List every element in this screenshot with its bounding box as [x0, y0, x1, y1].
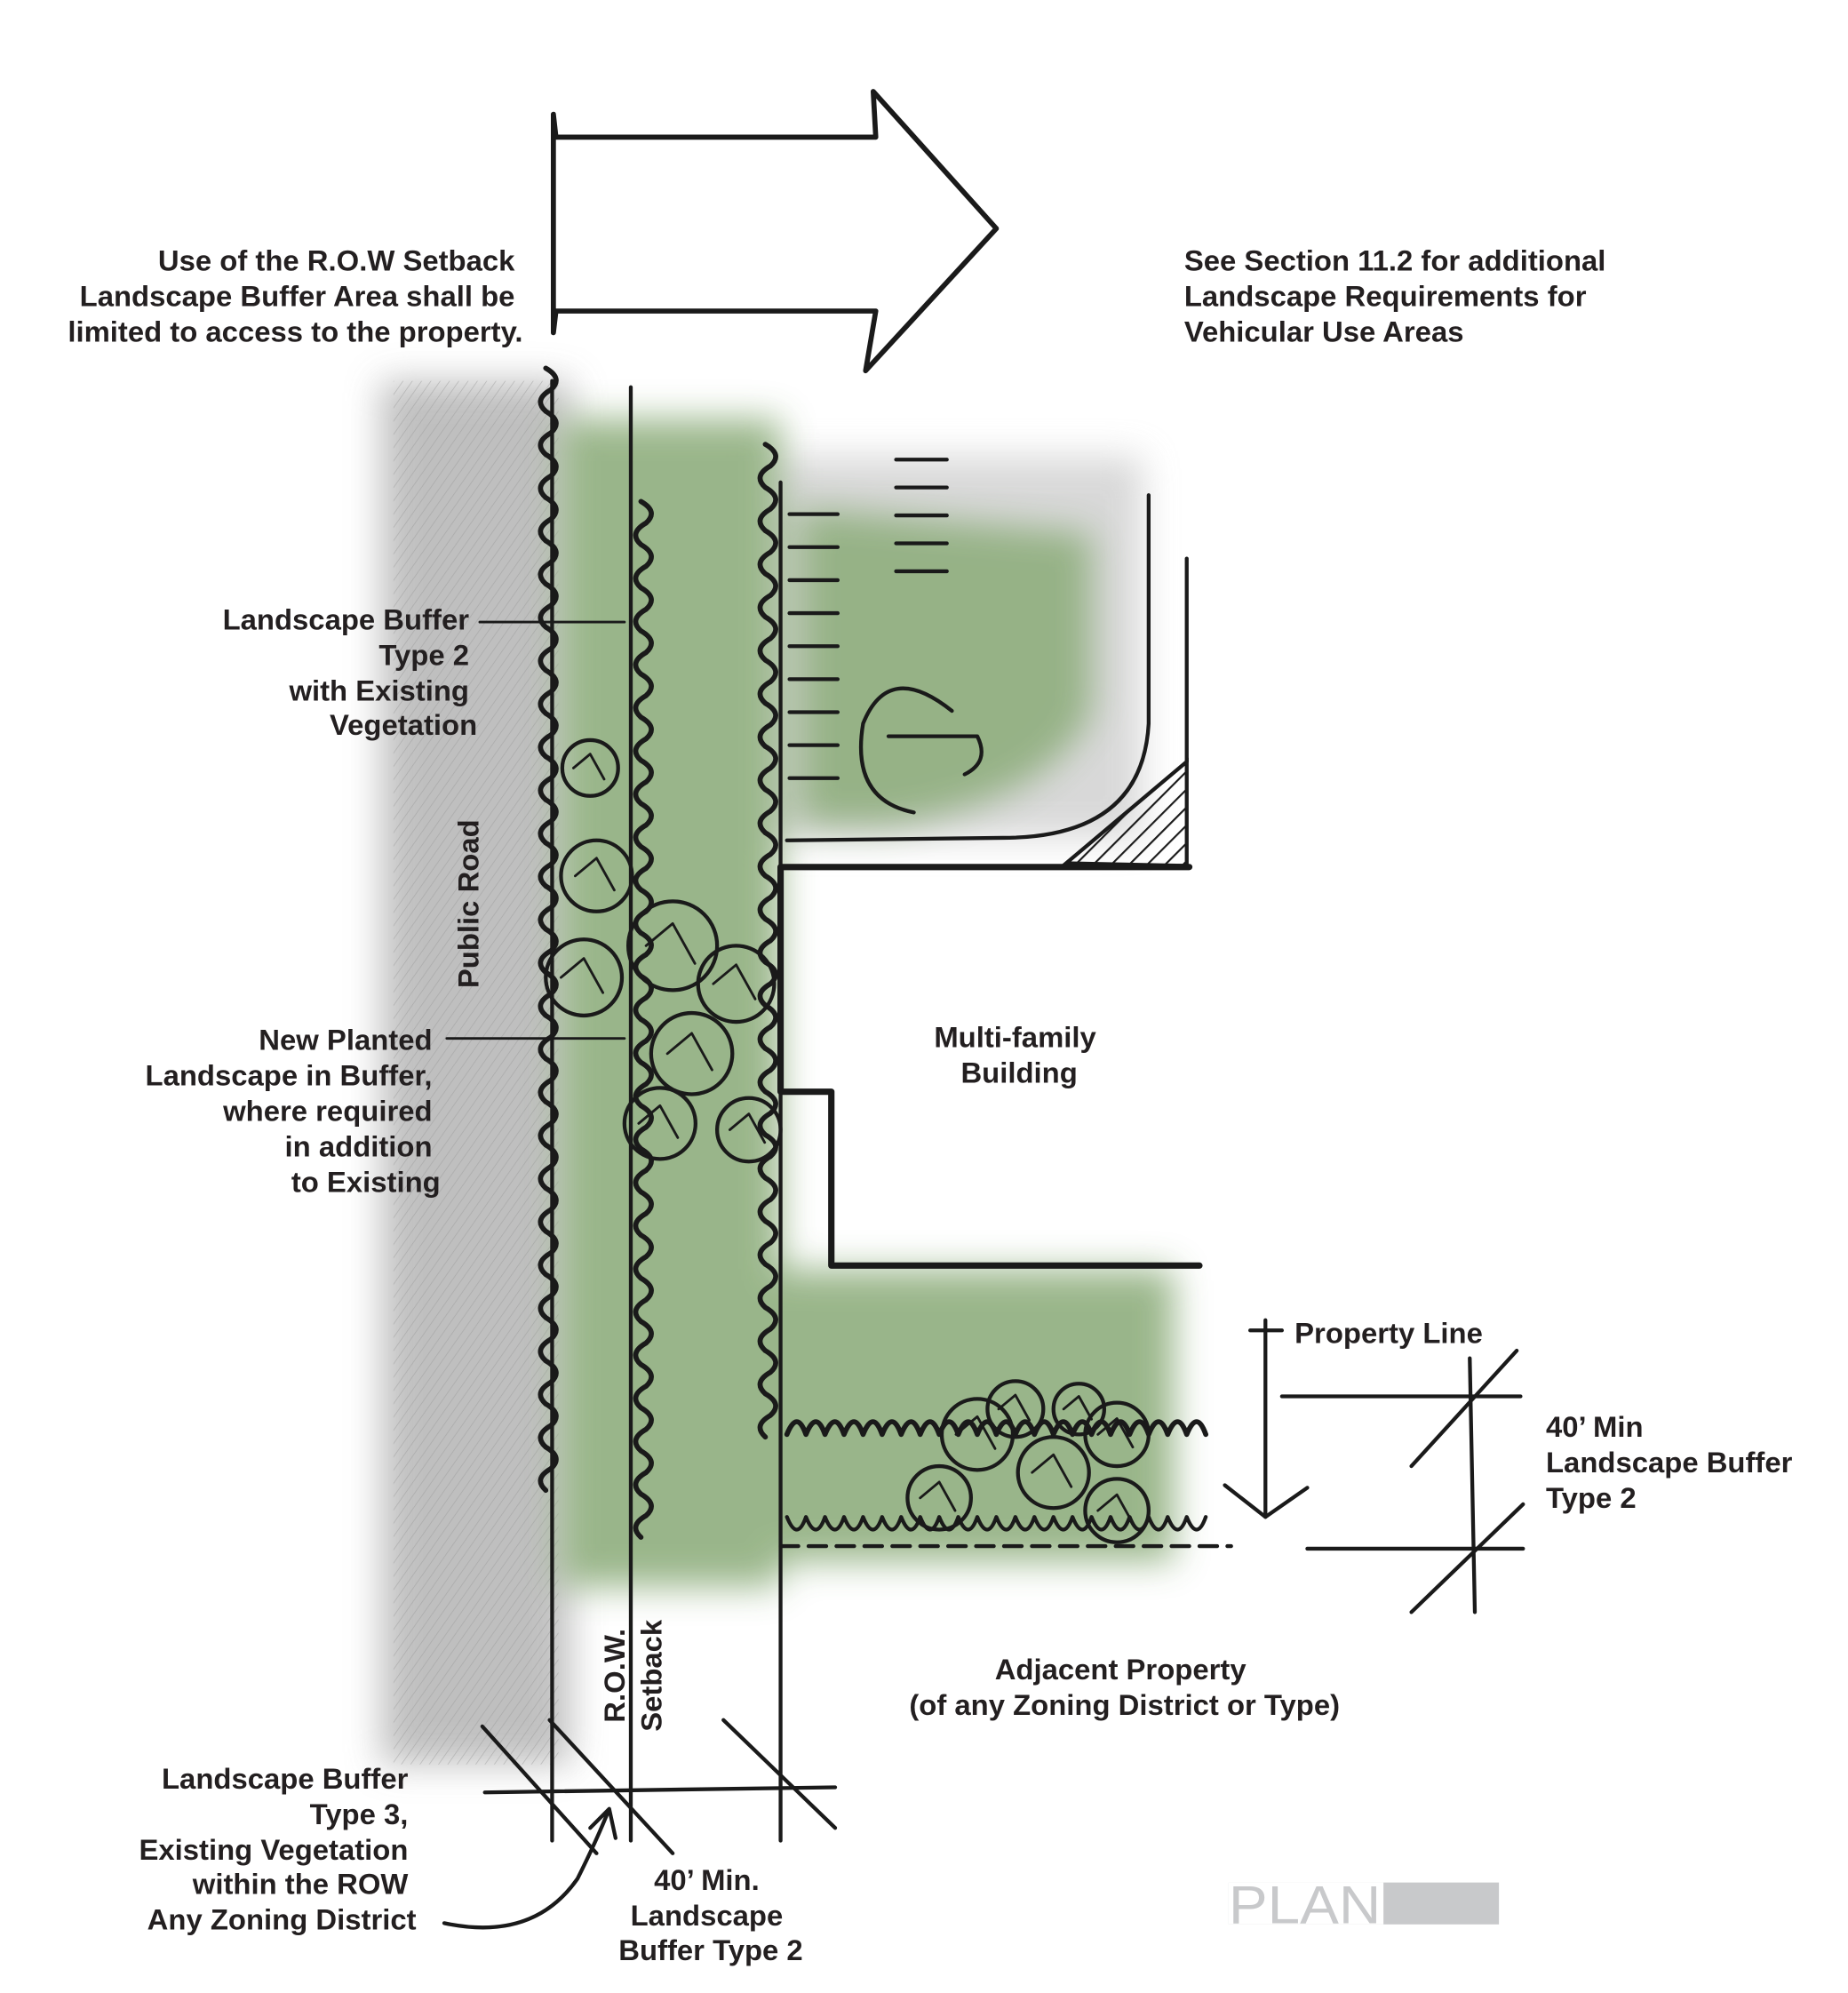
property-line-dimension — [778, 1318, 1525, 1614]
tree-branch — [574, 857, 616, 892]
tree-canopy — [560, 737, 620, 798]
new-planted-label: New Planted Landscape in Buffer, where r… — [146, 1024, 441, 1199]
setback-label: Setback — [634, 1619, 667, 1732]
plantings — [538, 365, 1208, 1544]
shrub-row — [538, 365, 559, 1494]
access-arrow — [551, 89, 1000, 374]
tree-branch — [997, 1393, 1031, 1422]
tree-branch — [712, 963, 757, 1000]
min-buffer-bottom-label: 40’ Min. Landscape Buffer Type 2 — [618, 1863, 802, 1966]
tree-canopy — [1083, 1477, 1151, 1544]
tree-canopy — [696, 944, 777, 1024]
tree-canopy — [559, 838, 634, 913]
landscape-buffer-green — [558, 419, 1175, 1587]
tree-canopy — [939, 1397, 1016, 1472]
tree-branch — [954, 1415, 997, 1450]
building-label: Multi-family Building — [934, 1021, 1104, 1089]
shrub-row — [633, 498, 654, 1540]
row-setback-note: Use of the R.O.W Setback Landscape Buffe… — [68, 243, 522, 347]
tree-canopy — [1016, 1435, 1091, 1511]
cul-de-sac-island — [858, 686, 984, 815]
tree-branch — [1062, 1395, 1093, 1421]
tree-canopy — [626, 899, 720, 993]
tree-canopy — [1051, 1382, 1106, 1437]
buffer-type2-existing-label: Landscape Buffer Type 2 with Existing Ve… — [223, 603, 478, 742]
tree-branch — [1096, 1493, 1135, 1525]
plan-logo-text: PLAN — [1229, 1875, 1381, 1934]
tree-canopy — [544, 937, 625, 1018]
tree-branch — [729, 1112, 767, 1144]
tree-branch — [644, 921, 697, 965]
buffer-type3-label: Landscape Buffer Type 3, Existing Vegeta… — [139, 1762, 416, 1936]
row-label: R.O.W. — [598, 1629, 631, 1723]
tree-canopy — [622, 1086, 697, 1161]
tree-branch — [919, 1480, 957, 1512]
tree-branch — [1096, 1417, 1135, 1449]
tree-canopy — [649, 1010, 735, 1096]
row-lines — [550, 379, 783, 1843]
adjacent-property-label: Adjacent Property (of any Zoning Distric… — [909, 1653, 1340, 1721]
min-buffer-right-label: 40’ Min Landscape Buffer Type 2 — [1546, 1410, 1801, 1514]
shrub-row — [757, 442, 778, 1440]
bottom-dimension — [442, 1718, 838, 1930]
property-line-label: Property Line — [1294, 1317, 1483, 1350]
tree-canopy — [985, 1379, 1046, 1439]
plan-logo: PLAN — [1228, 1875, 1500, 1934]
parking-stalls — [787, 458, 949, 780]
section-reference-note: See Section 11.2 for additional Landscap… — [1184, 243, 1614, 347]
tree-branch — [1031, 1453, 1073, 1488]
tree-canopy — [905, 1463, 973, 1532]
tree-branch — [665, 1032, 713, 1072]
tree-canopy — [715, 1096, 783, 1164]
tree-branch — [637, 1104, 680, 1139]
shrub-row — [784, 1419, 1208, 1438]
shrub-row — [785, 1515, 1208, 1532]
tree-branch — [560, 957, 604, 994]
tree-branch — [572, 753, 606, 781]
drive-curve — [785, 493, 1151, 842]
public-road-label: Public Road — [452, 819, 485, 988]
